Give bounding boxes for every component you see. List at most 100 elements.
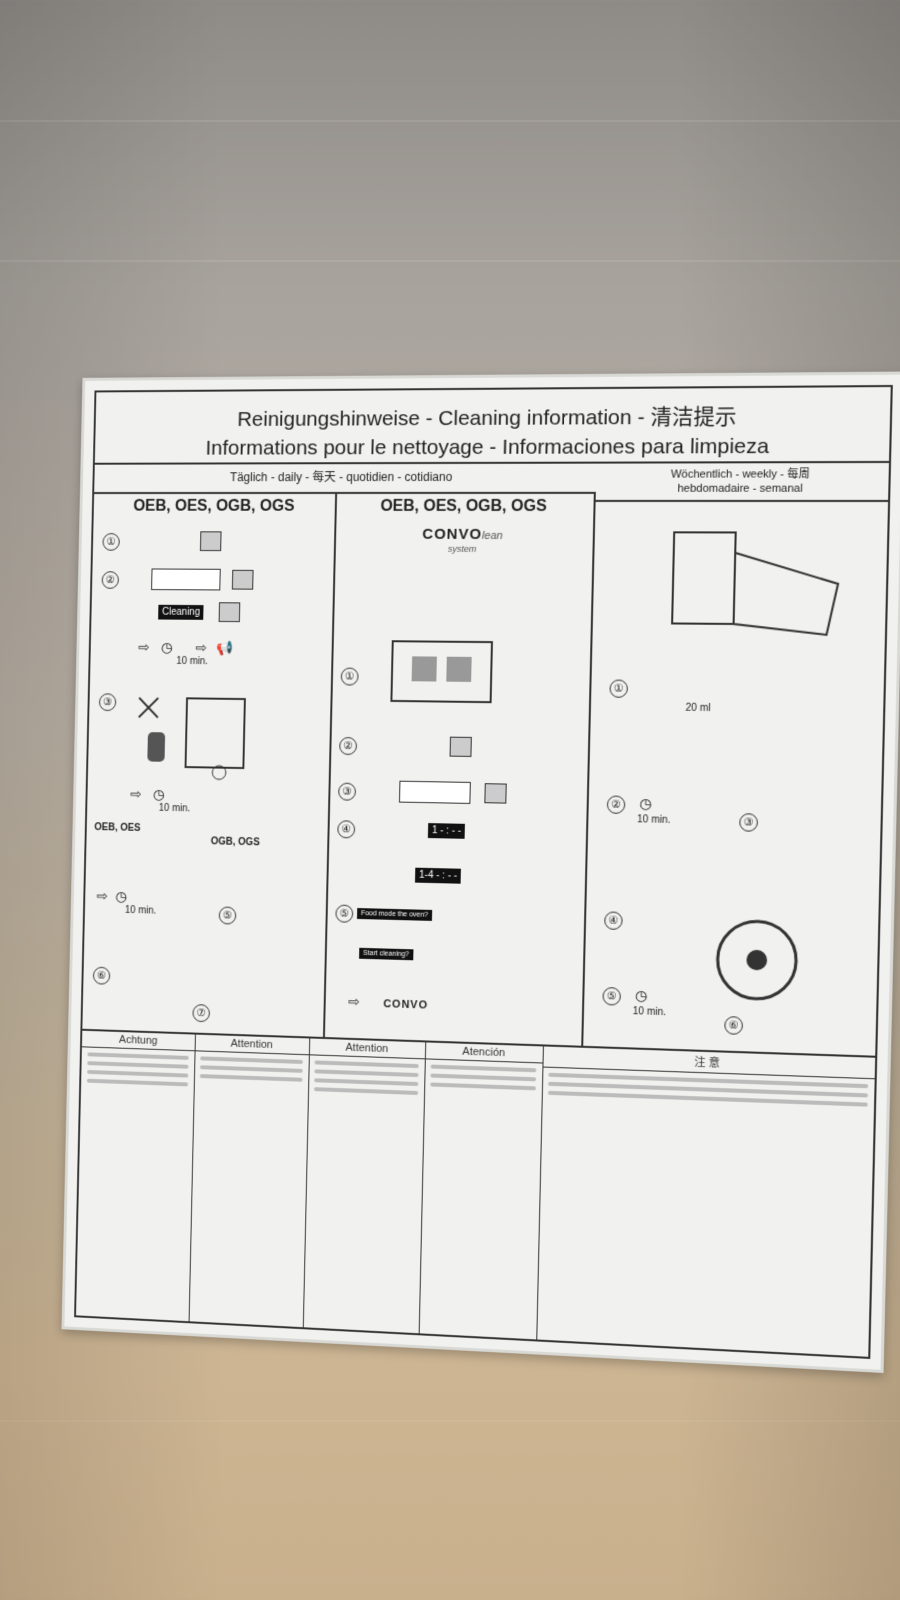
sub-ogb-ogs: OGB, OGS: [210, 836, 260, 849]
step-number: ③: [338, 782, 357, 801]
press-button-icon: [231, 569, 254, 590]
press-button-icon: [449, 736, 472, 757]
step-number: ⑦: [192, 1004, 211, 1023]
display-program-1: 1 - : - -: [427, 822, 466, 839]
col1-timer-row: ⇨ ◷ ⇨ 📢 10 min.: [138, 639, 234, 668]
step-number: ③: [98, 693, 117, 712]
col2-step-2: ②: [339, 735, 472, 757]
step-number: ②: [606, 795, 626, 814]
logo-system: system: [447, 543, 477, 554]
clock-icon: ◷: [115, 888, 128, 905]
horn-icon: 📢: [216, 639, 234, 656]
step-number: ⑥: [92, 966, 111, 985]
step-number: ⑥: [724, 1016, 744, 1035]
col1-step-6: ⑥: [92, 966, 111, 985]
weekly-header-line2: hebdomadaire - semanal: [677, 482, 803, 495]
clock-icon: ◷: [160, 639, 173, 655]
warning-de: Achtung: [76, 1030, 196, 1322]
cleaning-display: Cleaning: [158, 604, 205, 620]
col1-step-1: ①: [102, 531, 222, 552]
arrow-icon: ⇨: [195, 639, 208, 656]
plate-frame: Reinigungshinweise - Cleaning informatio…: [74, 384, 893, 1359]
press-button-icon: [484, 783, 507, 804]
clock-icon: ◷: [634, 986, 648, 1004]
col2-step-4b: 1-4 - : - -: [366, 865, 462, 884]
warning-title: Atención: [424, 1042, 543, 1064]
display-program-1-4: 1-4 - : - -: [414, 867, 462, 884]
warnings-row: Achtung Attention Attention Atención 注 意: [76, 1028, 876, 1357]
convoclean-logo: CONVOlean system: [334, 526, 593, 555]
col1-step-7: ⑦: [192, 1003, 211, 1023]
press-button-icon: [199, 531, 222, 552]
col1-step-2b: Cleaning: [129, 602, 241, 623]
logo-brand: CONVO: [422, 525, 483, 543]
weekly-step-4: ④: [604, 910, 623, 931]
arrow-icon: ⇨: [348, 993, 360, 1010]
spray-oven-door-icon: [128, 693, 274, 784]
step-number: ①: [609, 679, 629, 698]
timer-label: 10 min.: [176, 655, 208, 668]
arrow-icon: ⇨: [96, 887, 109, 904]
amount-label: 20 ml: [685, 702, 711, 715]
weekly-step-1: ①: [609, 678, 629, 698]
step-number: ①: [340, 667, 359, 686]
col2-step-1: ①: [340, 631, 502, 722]
step-number: ⑤: [602, 986, 622, 1006]
weekly-step-5: ⑤ ◷ 10 min.: [602, 986, 667, 1018]
col2-step-4: ④ 1 - : - -: [337, 819, 466, 841]
daily-column-manual: OEB, OES, OGB, OGS ① ② Cleaning ⇨ ◷ ⇨ 📢 …: [82, 491, 338, 1038]
weekly-step-2: ② ◷ 10 min.: [606, 794, 671, 826]
warning-title: Attention: [194, 1034, 310, 1056]
warning-en: Attention: [188, 1034, 311, 1328]
warning-fr: Attention: [302, 1038, 427, 1334]
control-panel-icon: [398, 780, 471, 804]
title-block: Reinigungshinweise - Cleaning informatio…: [94, 387, 891, 465]
warning-zh: 注 意: [536, 1046, 876, 1356]
step-number: ③: [739, 813, 759, 832]
step-number: ②: [339, 736, 358, 755]
oven-open-icon: [651, 522, 860, 655]
col1-step-3: ③: [97, 692, 274, 783]
col1-model-header: OEB, OES, OGB, OGS: [133, 497, 295, 515]
title-line-1: Reinigungshinweise - Cleaning informatio…: [236, 405, 737, 431]
food-mode-prompt: Food mode the oven?: [356, 907, 433, 921]
col2-step-3: ③: [338, 780, 507, 805]
control-panel-icon: [150, 568, 221, 591]
step-number: ⑤: [218, 906, 237, 925]
step-number: ②: [101, 570, 120, 589]
start-cleaning-prompt: Start cleaning?: [359, 947, 414, 961]
cleaning-info-plate: Reinigungshinweise - Cleaning informatio…: [61, 371, 900, 1374]
daily-column-convoclean: OEB, OES, OGB, OGS CONVOlean system ① ② …: [322, 491, 596, 1046]
warning-es: Atención: [418, 1042, 544, 1340]
weekly-header-line1: Wöchentlich - weekly - 每周: [670, 468, 811, 481]
fan-wheel-icon: [694, 908, 820, 1023]
col2-model-header: OEB, OES, OGB, OGS: [380, 497, 547, 515]
title-line-2: Informations pour le nettoyage - Informa…: [205, 434, 770, 460]
step-number: ①: [102, 532, 120, 551]
logo-brand-small: CONVO: [383, 998, 429, 1012]
col2-step-5: ⑤ Food mode the oven?: [335, 904, 433, 925]
arrow-icon: ⇨: [130, 785, 142, 802]
col1-step-5: ⑤: [218, 905, 237, 925]
timer-label: 10 min.: [158, 802, 191, 815]
col2-start-cleaning: Start cleaning?: [359, 944, 414, 961]
logo-clean: lean: [481, 529, 503, 542]
col1-step-2: ②: [101, 568, 254, 591]
timer-label: 10 min.: [632, 1006, 667, 1019]
clock-icon: ◷: [639, 795, 652, 812]
timer-label: 10 min.: [124, 904, 157, 917]
warning-title: Attention: [308, 1038, 426, 1060]
col1-timer-row-2: ⇨ ◷ 10 min.: [130, 786, 191, 815]
sub-oeb-oes: OEB, OES: [94, 822, 141, 834]
weekly-column: Wöchentlich - weekly - 每周 hebdomadaire -…: [581, 460, 889, 1056]
weekly-step-6: ⑥: [724, 1015, 744, 1035]
warning-title: Achtung: [81, 1030, 195, 1052]
clock-icon: ◷: [152, 786, 165, 803]
weekly-step-3: ③: [739, 812, 759, 832]
press-button-icon: [218, 602, 241, 623]
timer-label: 10 min.: [636, 814, 671, 826]
col2-final: ⇨ CONVO: [348, 993, 428, 1012]
daily-header: Täglich - daily - 每天 - quotidien - cotid…: [94, 461, 595, 495]
step-number: ④: [337, 820, 356, 839]
step-number: ⑤: [335, 904, 354, 923]
